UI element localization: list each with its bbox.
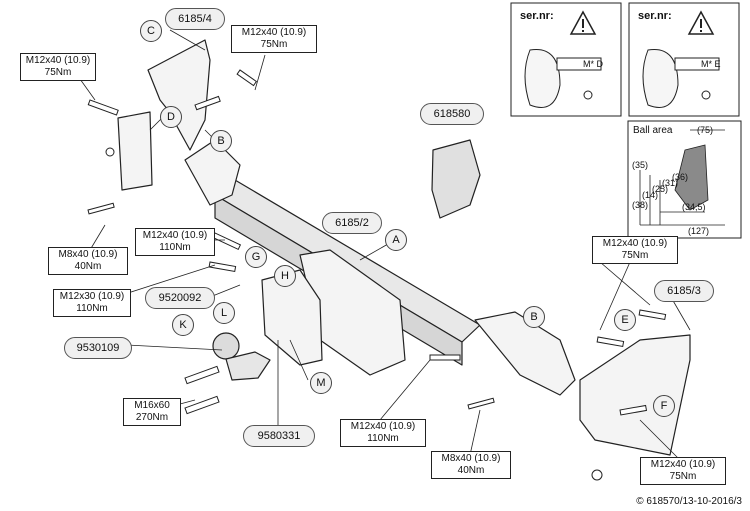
part-6185-3: 6185/3	[654, 280, 714, 302]
letter-l: L	[213, 302, 235, 324]
bolt-label-7: M12x40 (10.9)110Nm	[340, 419, 426, 447]
copyright-text: © 618570/13-10-2016/3	[636, 496, 742, 507]
letter-b-right: B	[523, 306, 545, 328]
left-side-bracket	[147, 39, 211, 151]
ball-dim-38: (38)	[632, 200, 649, 210]
left-side-plate	[117, 111, 153, 191]
letter-h: H	[274, 265, 296, 287]
ball-dim-14: (14)	[642, 190, 659, 200]
serial-label-left: ser.nr:	[520, 10, 554, 22]
bolt-label-10: M12x40 (10.9)75Nm	[640, 457, 726, 485]
part-9520092: 9520092	[145, 287, 215, 309]
serial-label-right: ser.nr:	[638, 10, 672, 22]
ball-dim-31: (31)	[662, 178, 679, 188]
ball-dim-35: (35)	[632, 160, 649, 170]
part-6185-4: 6185/4	[165, 8, 225, 30]
socket-holder	[431, 139, 481, 219]
ball-dim-36: (36)	[672, 172, 689, 182]
ball-dim-127: (127)	[688, 226, 710, 236]
letter-k: K	[172, 314, 194, 336]
ball-dim-75: (75)	[697, 125, 714, 135]
eye-icon	[701, 90, 711, 100]
part-6185-2: 6185/2	[322, 212, 382, 234]
letter-d: D	[160, 106, 182, 128]
serial-mark-right: M* E	[701, 59, 721, 69]
letter-c: C	[140, 20, 162, 42]
letter-m: M	[310, 372, 332, 394]
ball-mount-plate	[261, 269, 323, 366]
bolt-label-2: M12x40 (10.9)75Nm	[231, 25, 317, 53]
letter-b: B	[210, 130, 232, 152]
serial-mark-left: M* D	[583, 59, 604, 69]
letter-a: A	[385, 229, 407, 251]
bolt-label-1: M12x40 (10.9)75Nm	[20, 53, 96, 81]
part-9580331: 9580331	[243, 425, 315, 447]
bolt-label-3: M8x40 (10.9)40Nm	[48, 247, 128, 275]
letter-g: G	[245, 246, 267, 268]
bolt-label-4: M12x40 (10.9)110Nm	[135, 228, 215, 256]
bolt-label-5: M12x30 (10.9)110Nm	[53, 289, 131, 317]
right-rear-bracket	[579, 334, 691, 456]
part-9530109: 9530109	[64, 337, 132, 359]
eye-icon	[583, 90, 593, 100]
beam-left-arm	[184, 139, 241, 206]
part-618580: 618580	[420, 103, 484, 125]
letter-f: F	[653, 395, 675, 417]
right-side-bracket	[474, 311, 576, 396]
bolt-label-9: M12x40 (10.9)75Nm	[592, 236, 678, 264]
bolt-label-8: M8x40 (10.9)40Nm	[431, 451, 511, 479]
ball-area-label: Ball area	[633, 125, 673, 136]
ball-dim-25: (25)	[652, 184, 669, 194]
ball-dim-34-5: (34,5)	[682, 202, 706, 212]
tow-ball	[212, 332, 240, 360]
letter-e: E	[614, 309, 636, 331]
